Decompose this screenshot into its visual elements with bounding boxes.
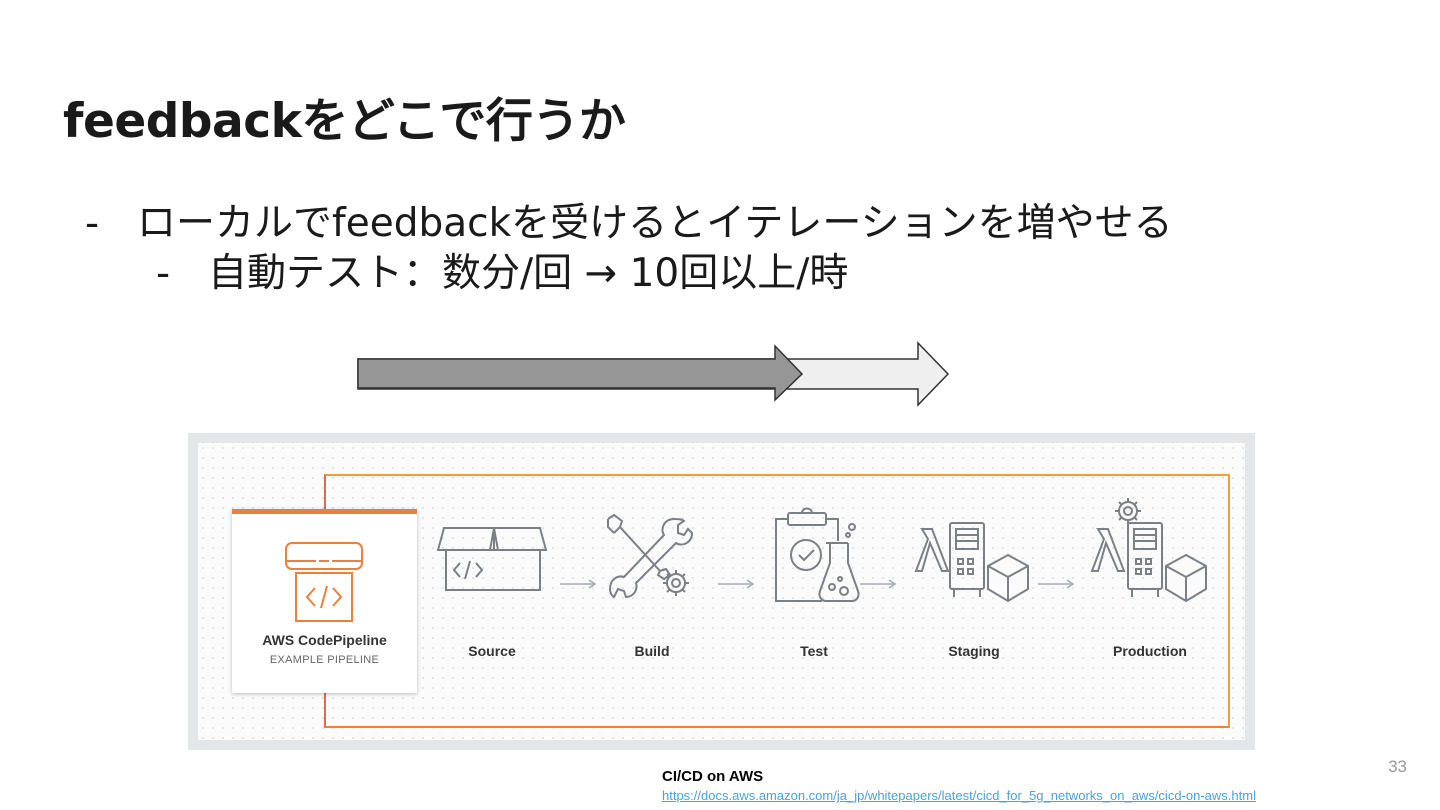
page-number: 33 [1388,757,1407,776]
clipboard-flask-icon [775,507,860,602]
codepipeline-card: AWS CodePipeline EXAMPLE PIPELINE [232,509,417,693]
flow-arrow [560,579,597,589]
bullet-item-2: -自動テスト：数分/回 → 10回以上/時 [156,242,848,298]
stage-staging: Staging [904,522,1044,673]
flow-arrow [860,579,897,589]
stage-label: Build [634,643,670,659]
stage-build: Build [582,513,722,673]
code-pipeline-icon [285,542,363,622]
stage-label: Test [800,643,828,659]
lambda-server-cube-icon [914,522,1029,603]
flow-arrow [1038,579,1075,589]
bullet-marker: - [156,251,171,296]
stage-test: Test [744,507,884,673]
bullet-text: 自動テスト：数分/回 → 10回以上/時 [208,251,849,296]
tools-gear-icon [607,513,694,599]
bullet-marker: - [85,201,100,246]
slide-title: feedbackをどこで行うか [63,94,626,149]
stage-label: Source [468,643,516,659]
source-link[interactable]: https://docs.aws.amazon.com/ja_jp/whitep… [662,788,1256,803]
current-arrow [357,344,804,402]
stage-label: Production [1113,643,1187,659]
stage-source: Source [422,523,562,673]
code-box-icon [436,527,548,591]
flow-arrow [718,579,755,589]
progress-arrows [357,341,950,407]
card-subtitle: EXAMPLE PIPELINE [269,654,380,666]
pipeline-diagram: AWS CodePipeline EXAMPLE PIPELINE [188,433,1255,750]
stage-label: Staging [948,643,1000,659]
card-title: AWS CodePipeline [262,632,387,648]
stage-production: Production [1070,498,1230,673]
pipeline-canvas: AWS CodePipeline EXAMPLE PIPELINE [198,443,1245,740]
gear-lambda-server-cube-icon [1090,498,1207,603]
image-caption: CI/CD on AWS [662,768,764,785]
bullet-item-1: -ローカルでfeedbackを受けるとイテレーションを増やせる [85,192,1173,248]
bullet-text: ローカルでfeedbackを受けるとイテレーションを増やせる [137,201,1173,246]
